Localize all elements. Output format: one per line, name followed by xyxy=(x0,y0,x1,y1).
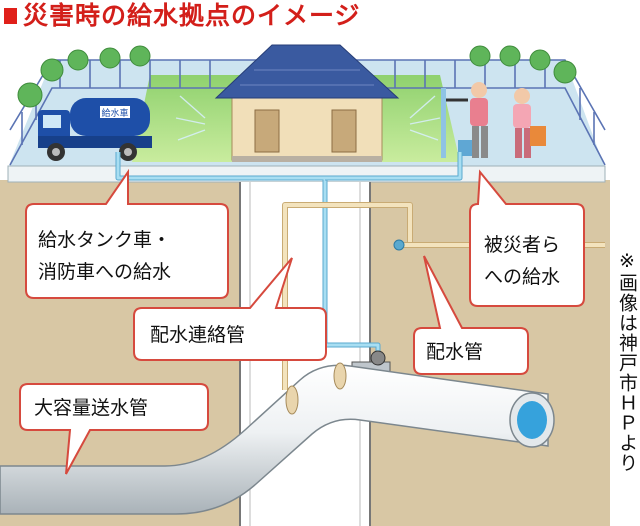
callout-distribution-pipe: 配水管 xyxy=(413,255,529,375)
callout-victims-line2: への給水 xyxy=(484,266,560,288)
callout-tanker-line1: 給水タンク車・ xyxy=(38,229,171,251)
callout-tanker-line2: 消防車への給水 xyxy=(38,261,171,283)
tap-outlet xyxy=(393,239,405,251)
title-marker xyxy=(4,8,17,24)
callout-tanker-supply: 給水タンク車・ 消防車への給水 xyxy=(25,168,229,299)
supply-pipes xyxy=(115,152,463,370)
title-bar: 災害時の給水拠点のイメージ xyxy=(4,0,361,32)
people-at-tap xyxy=(441,82,546,158)
callout-connecting-pipe-text: 配水連絡管 xyxy=(150,324,245,346)
large-water-main xyxy=(0,362,555,515)
source-note: ※画像は神戸市ＨＰより xyxy=(616,250,638,473)
water-spray xyxy=(175,95,441,141)
water-tanker-truck: 給水車 xyxy=(38,98,152,161)
callout-victims-line1: 被災者ら xyxy=(484,234,560,256)
callout-distribution-pipe-text: 配水管 xyxy=(426,341,483,363)
water-supply-diagram: 給水車 xyxy=(0,44,610,526)
title: 災害時の給水拠点のイメージ xyxy=(23,1,361,30)
callout-victim-supply: 被災者ら への給水 xyxy=(469,169,585,307)
callout-large-main: 大容量送水管 xyxy=(19,383,209,475)
trees xyxy=(17,45,577,108)
truck-label: 給水車 xyxy=(101,107,128,119)
callout-large-main-text: 大容量送水管 xyxy=(34,397,148,419)
water-station-building xyxy=(214,44,400,162)
callout-connecting-pipe: 配水連絡管 xyxy=(133,257,327,361)
